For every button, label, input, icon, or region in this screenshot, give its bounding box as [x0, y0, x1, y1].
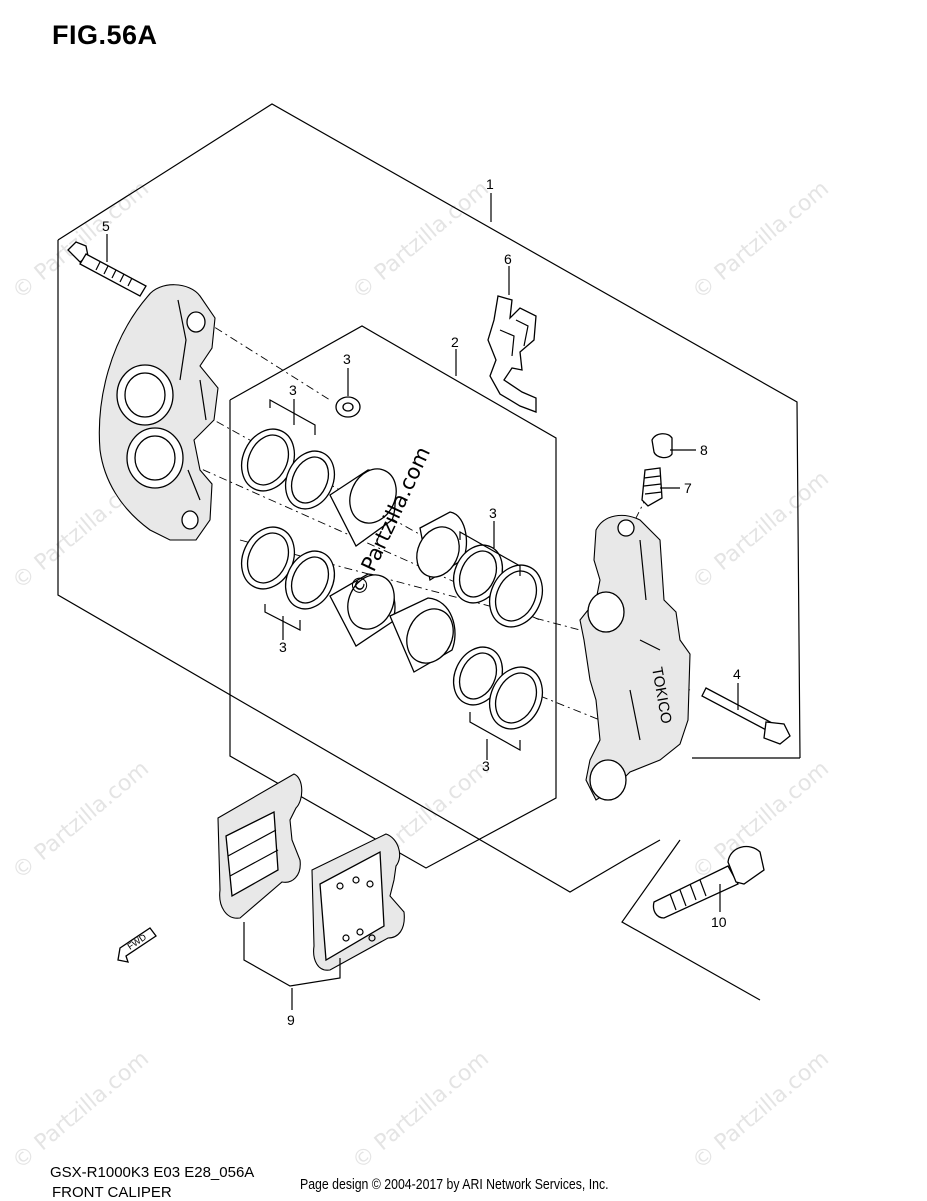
- watermark: © Partzilla.com: [348, 1046, 494, 1174]
- callout-5: 5: [102, 218, 110, 234]
- right-caliper-half: TOKICO: [579, 514, 691, 801]
- page-credit: Page design © 2004-2017 by ARI Network S…: [300, 1176, 609, 1193]
- brake-pad-set-9: [217, 773, 405, 987]
- fwd-direction-arrow: FWD: [117, 927, 157, 963]
- callout-9: 9: [287, 1012, 295, 1028]
- left-caliper-half: [98, 284, 219, 541]
- piston-seal-set-upper: [240, 428, 544, 628]
- figure-title: FIG.56A: [52, 20, 158, 50]
- pad-spring-6: [487, 295, 537, 413]
- watermark: © Partzilla.com: [8, 1046, 154, 1174]
- bleeder-cap-8: [651, 433, 673, 459]
- assembly-frame-1: [57, 103, 801, 1001]
- watermark: © Partzilla.com: [348, 176, 494, 304]
- mounting-bolt-10: [652, 845, 765, 919]
- callout-10: 10: [711, 914, 727, 930]
- callout-3a: 3: [343, 351, 351, 367]
- watermark: © Partzilla.com: [688, 466, 834, 594]
- section-name: FRONT CALIPER: [52, 1184, 172, 1201]
- washer-3: [335, 396, 361, 418]
- piston-kit-frame-2: [229, 325, 557, 869]
- model-code: GSX-R1000K3 E03 E28_056A: [50, 1164, 255, 1181]
- callout-labels: 1 2 3 3 3 3 3 4 5 6 7 8 9 10: [102, 176, 741, 1028]
- callout-2: 2: [451, 334, 459, 350]
- bleeder-valve-7: [641, 467, 663, 507]
- callout-leaders: [106, 193, 739, 1010]
- callout-3b: 3: [289, 382, 297, 398]
- watermark: © Partzilla.com: [8, 756, 154, 884]
- callout-8: 8: [700, 442, 708, 458]
- watermark: © Partzilla.com: [688, 176, 834, 304]
- callout-3d: 3: [489, 505, 497, 521]
- callout-1: 1: [486, 176, 494, 192]
- seal-group-brackets: [264, 398, 521, 752]
- piston-seal-set-lower: [240, 526, 544, 730]
- callout-3c: 3: [279, 639, 287, 655]
- callout-7: 7: [684, 480, 692, 496]
- callout-6: 6: [504, 251, 512, 267]
- callout-3e: 3: [482, 758, 490, 774]
- caliper-bolt-5: [67, 241, 147, 297]
- callout-4: 4: [733, 666, 741, 682]
- pad-pin-4: [701, 687, 791, 745]
- watermark: © Partzilla.com: [688, 1046, 834, 1174]
